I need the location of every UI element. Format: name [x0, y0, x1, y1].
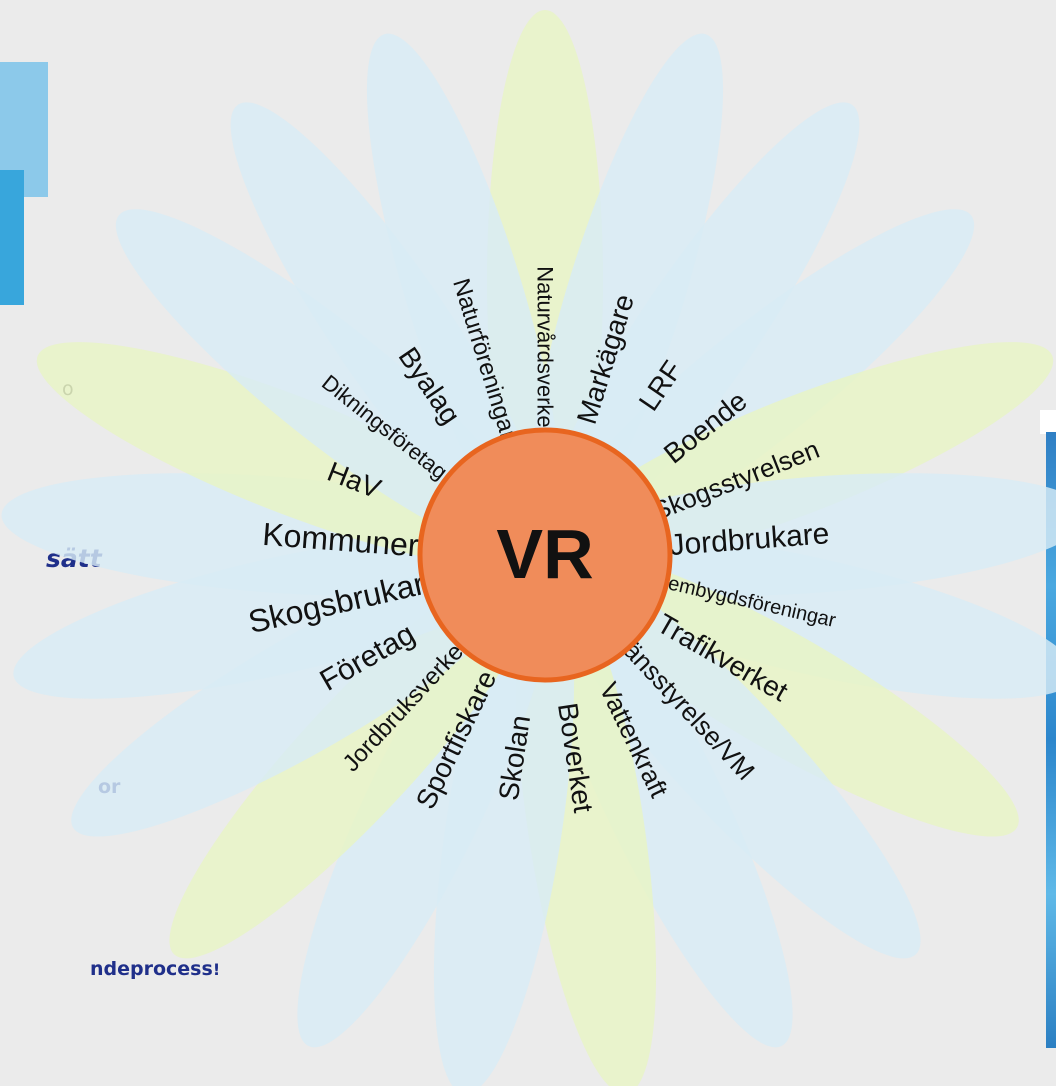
center-group: VR [417, 427, 673, 683]
water-strip-edge [1040, 410, 1056, 434]
petal-naturföreningar [366, 33, 561, 551]
side-text-fragment-4: ndeprocess! [90, 958, 220, 980]
petals-group [1, 10, 1056, 1086]
side-text-fragment-4-end: ! [212, 960, 221, 979]
water-image-strip [1046, 432, 1056, 1048]
petal-skolan [433, 559, 575, 1086]
petal-hembygdsföreningar [549, 533, 1056, 699]
center-circle [417, 427, 673, 683]
petal-label-naturvårdsverket: Naturvårdsverket [533, 266, 558, 434]
logo-block-dark [0, 170, 24, 305]
side-text-fragment-4-text: ndeprocess [90, 958, 213, 980]
center-label: VR [496, 515, 593, 593]
